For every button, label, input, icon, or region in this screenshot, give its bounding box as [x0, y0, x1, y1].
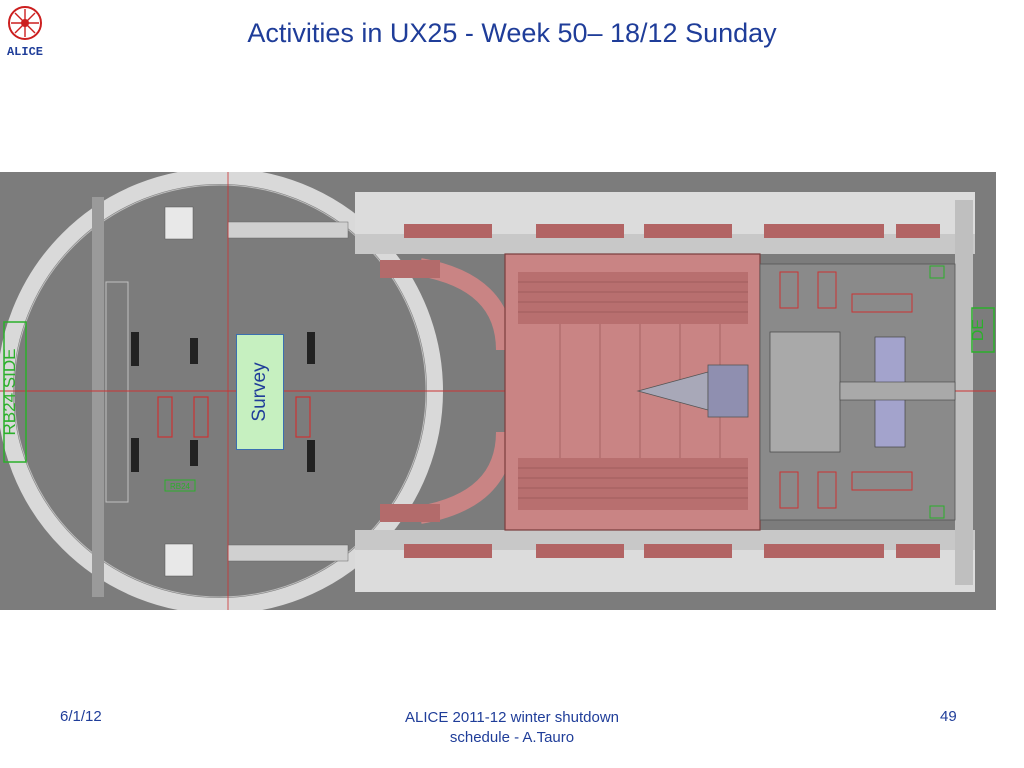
small-tag: RB24 — [170, 482, 191, 491]
logo-text: ALICE — [7, 45, 43, 59]
footer-line-1: ALICE 2011-12 winter shutdown — [404, 709, 619, 726]
survey-label: Survey — [249, 362, 270, 422]
survey-area: Survey — [236, 334, 284, 450]
side-label-left: RB24 SIDE — [0, 349, 19, 436]
page-number: 49 — [940, 708, 957, 725]
footer-line-2: schedule - A.Tauro — [449, 729, 575, 746]
alice-logo: ALICE — [7, 6, 43, 59]
slide-title: Activities in UX25 - Week 50– 18/12 Sund… — [247, 18, 777, 48]
side-label-right: DE — [970, 319, 987, 341]
footer-center: ALICE 2011-12 winter shutdown schedule -… — [362, 708, 662, 748]
cavern-floor-plan: RB24 SIDE DE RB24 — [0, 172, 996, 610]
footer-date: 6/1/12 — [60, 708, 102, 725]
